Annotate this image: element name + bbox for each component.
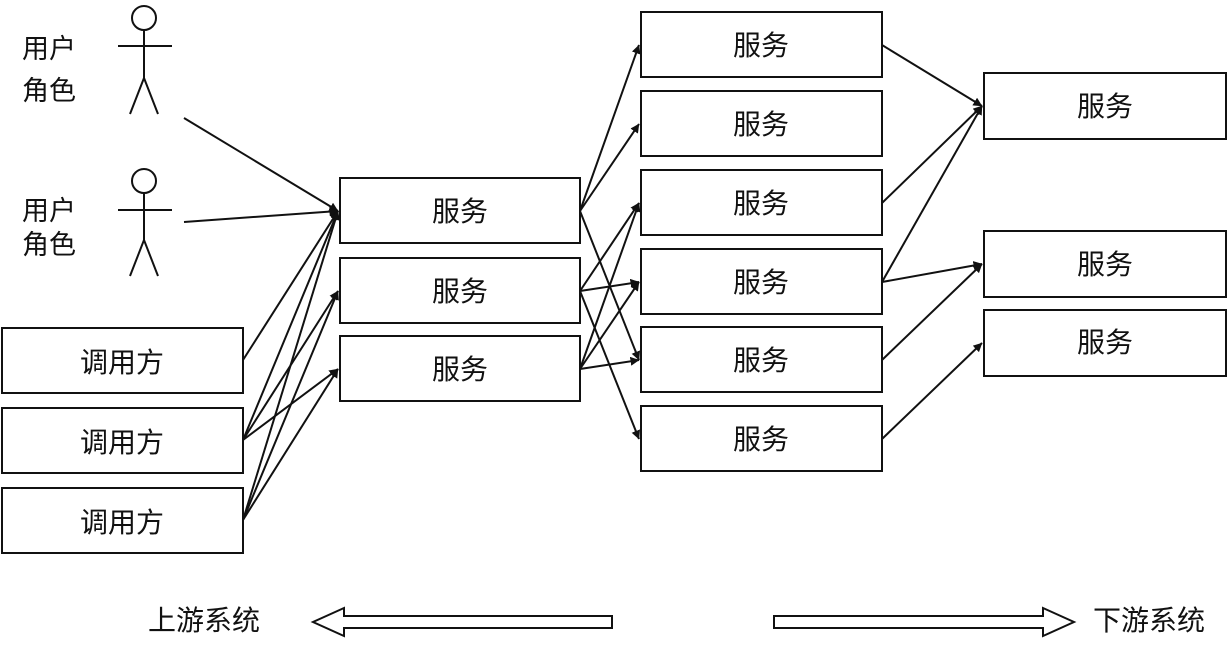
caller-box: 调用方 — [1, 487, 244, 554]
dependency-arrow — [242, 210, 340, 521]
actor-left-leg — [129, 239, 145, 277]
service-box: 服务 — [339, 335, 581, 402]
service-label: 服务 — [432, 195, 488, 228]
dependency-arrow — [183, 117, 339, 212]
actor-label-line1: 用户 — [22, 34, 76, 65]
dependency-arrow — [579, 44, 641, 212]
service-box: 服务 — [640, 326, 883, 393]
actor-user-role-1: 用户 角色 — [22, 5, 172, 115]
service-box: 服务 — [640, 169, 883, 236]
caller-box: 调用方 — [1, 407, 244, 474]
dependency-arrow — [579, 281, 640, 370]
dependency-arrow — [579, 356, 640, 370]
service-label: 服务 — [432, 275, 488, 308]
service-box: 服务 — [339, 257, 581, 324]
service-box: 服务 — [640, 248, 883, 315]
dependency-arrow — [881, 105, 983, 204]
service-box: 服务 — [983, 230, 1227, 298]
service-label: 服务 — [1077, 248, 1133, 281]
actor-head — [131, 5, 157, 31]
dependency-arrow — [881, 263, 983, 361]
service-label: 服务 — [1077, 326, 1133, 359]
upstream-arrow — [310, 606, 613, 638]
downstream-arrow — [773, 606, 1077, 638]
service-label: 服务 — [733, 187, 789, 220]
service-label: 服务 — [733, 266, 789, 299]
service-box: 服务 — [640, 90, 883, 157]
actor-label-line2: 角色 — [22, 230, 76, 261]
service-label: 服务 — [432, 353, 488, 386]
actor-right-leg — [143, 239, 159, 277]
dependency-arrow — [242, 290, 339, 521]
service-label: 服务 — [733, 108, 789, 141]
service-box: 服务 — [640, 11, 883, 78]
actor-label-line2: 角色 — [22, 76, 76, 107]
upstream-label: 上游系统 — [148, 604, 260, 637]
service-label: 服务 — [733, 423, 789, 456]
service-box: 服务 — [640, 405, 883, 472]
service-label: 服务 — [733, 344, 789, 377]
dependency-arrow — [881, 44, 983, 107]
dependency-arrow — [881, 342, 983, 440]
actor-user-role-2: 用户 角色 — [22, 168, 172, 277]
service-box: 服务 — [983, 72, 1227, 140]
dependency-arrow — [242, 210, 339, 441]
actor-head — [131, 168, 157, 194]
actor-label-line1: 用户 — [22, 196, 76, 227]
caller-label: 调用方 — [80, 426, 164, 459]
actor-right-leg — [143, 77, 159, 115]
service-box: 服务 — [339, 177, 581, 244]
dependency-arrow — [579, 202, 640, 292]
actor-left-leg — [129, 77, 145, 115]
dependency-arrow — [881, 261, 983, 283]
dependency-arrow — [579, 202, 641, 370]
dependency-arrow — [242, 368, 339, 521]
dependency-arrow — [183, 207, 339, 223]
service-label: 服务 — [733, 29, 789, 62]
dependency-edges — [183, 44, 983, 521]
dependency-arrow — [881, 105, 983, 283]
downstream-label: 下游系统 — [1093, 604, 1205, 637]
service-box: 服务 — [983, 309, 1227, 377]
dependency-arrow — [579, 123, 640, 212]
caller-label: 调用方 — [80, 346, 164, 379]
service-label: 服务 — [1077, 90, 1133, 123]
caller-box: 调用方 — [1, 327, 244, 394]
caller-label: 调用方 — [80, 506, 164, 539]
dependency-arrow — [242, 210, 339, 361]
